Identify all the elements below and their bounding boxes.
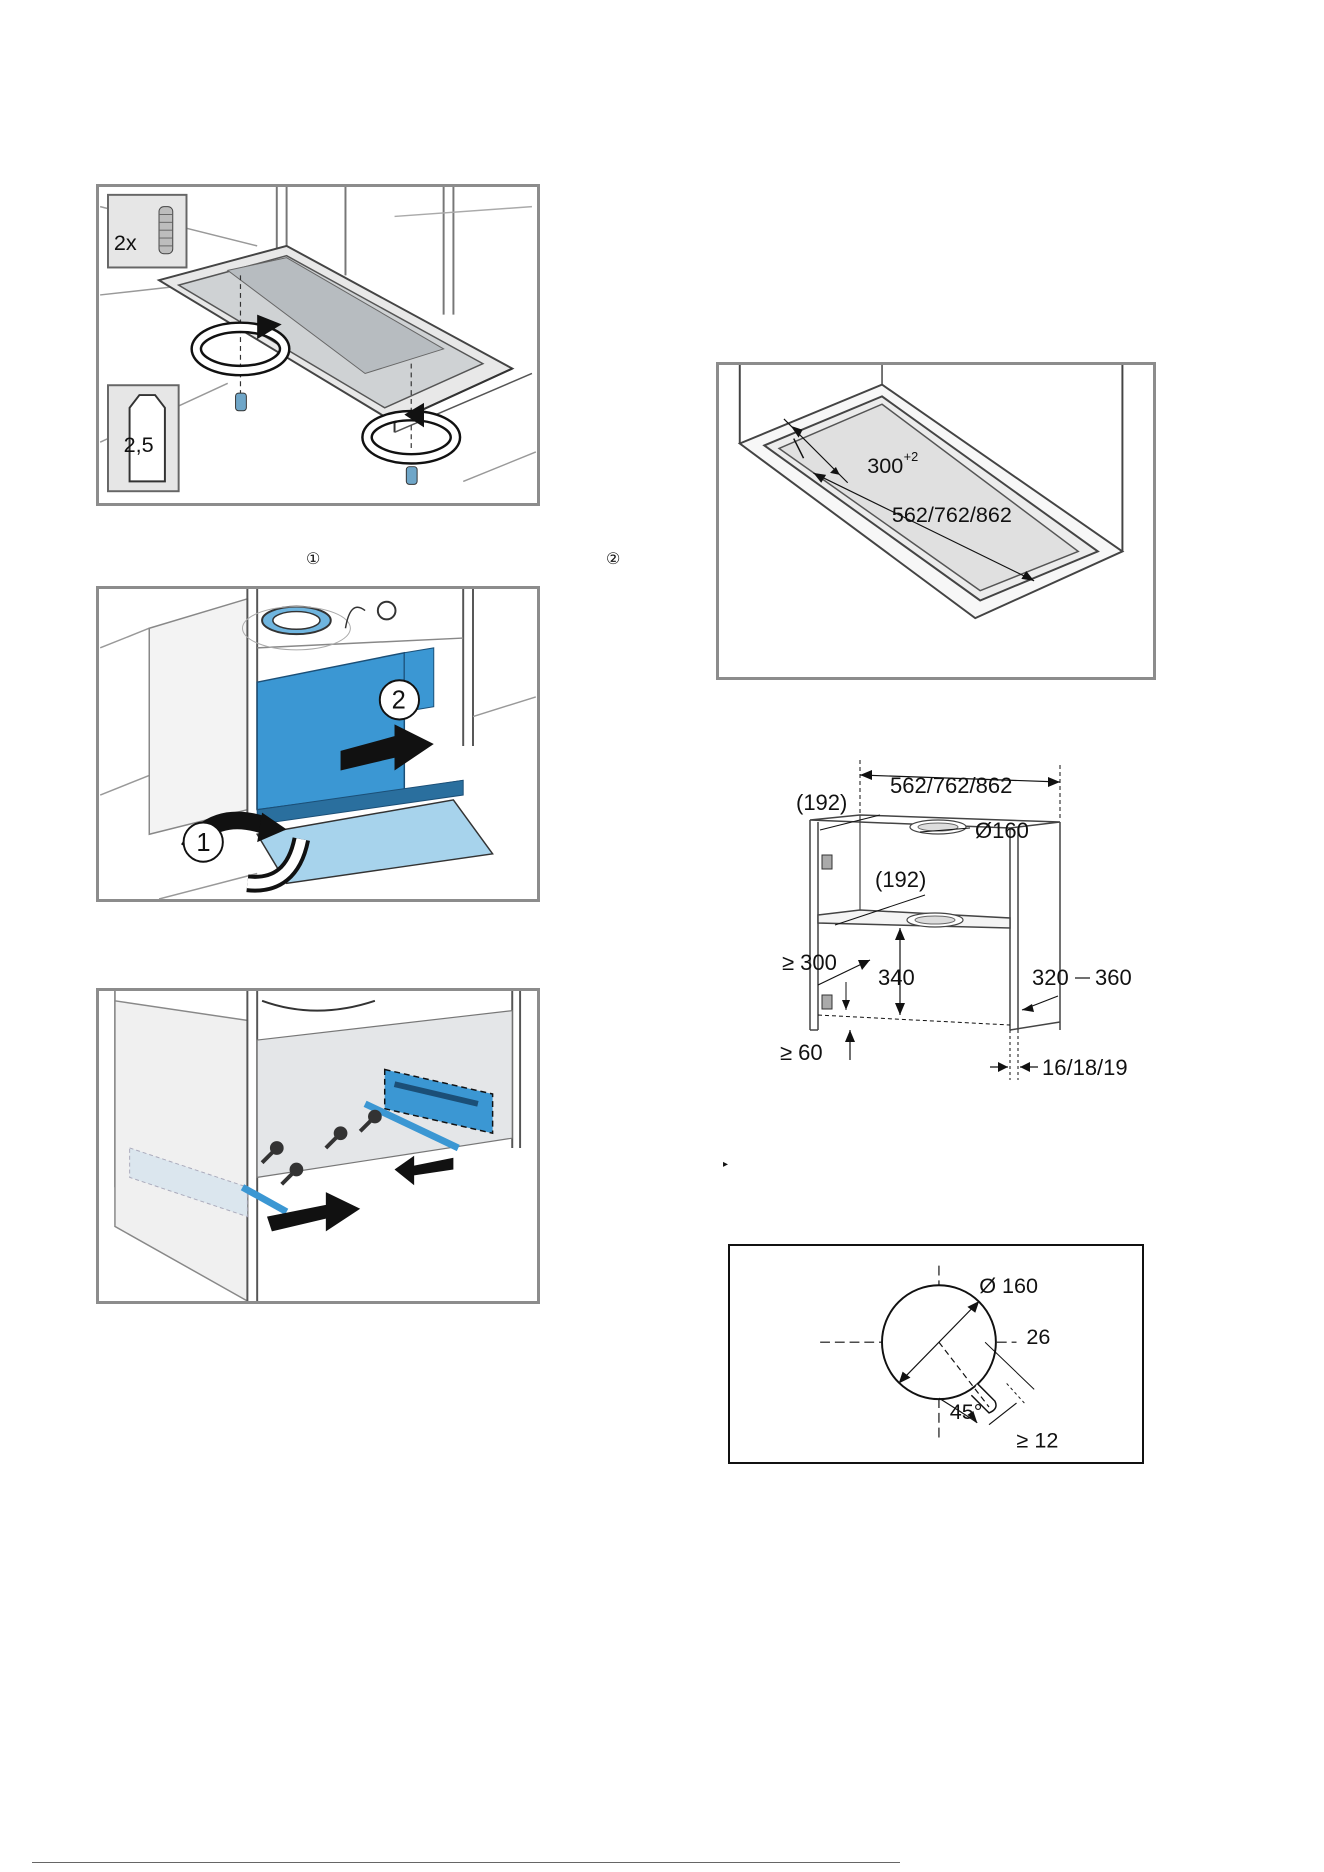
step-marker-1: ① [306,549,320,569]
slot-angle: 45° [950,1399,983,1424]
hole-diameter: Ø 160 [979,1273,1038,1298]
slot-length: 26 [1026,1324,1050,1349]
cutout-width: 300 [867,453,903,478]
kit-inset: 2x [108,195,187,268]
min-depth: ≥ 300 [782,950,837,975]
cutout-length: 562/762/862 [892,502,1012,527]
step-marker-2: ② [606,549,620,569]
figure-cutout-dimensions: 300 +2 562/762/862 [716,362,1156,680]
step-number-1: 1 [196,829,210,857]
filter-screws-illustration: 2x 2,5 [99,187,537,503]
depth-range-min: 320 [1032,965,1069,990]
slot-min-distance: ≥ 12 [1017,1427,1059,1452]
figure-hole-template: Ø 160 26 45° ≥ 12 [728,1244,1144,1464]
kit-count: 2x [114,230,137,255]
figure-mounting-rails [96,988,540,1304]
figure-remove-unit: 2 1 [96,586,540,902]
shelf-offset: (192) [875,867,926,892]
tool-inset: 2,5 [108,385,179,491]
top-offset: (192) [796,790,847,815]
step-number-2: 2 [392,687,406,715]
cutout-width-tolerance: +2 [904,449,919,464]
cutout-illustration: 300 +2 562/762/862 [719,365,1153,677]
tool-size: 2,5 [124,432,154,457]
cabinet-height: 340 [878,965,915,990]
min-bottom: ≥ 60 [780,1040,823,1065]
arrow-left-icon [395,1156,454,1185]
figure-cabinet-dimensions: 562/762/862 (192) Ø160 (192) ≥ 300 [760,760,1180,1090]
board-thickness: 16/18/19 [1042,1055,1128,1080]
duct-diameter: Ø160 [975,818,1029,843]
cabinet-illustration: 562/762/862 (192) Ø160 (192) ≥ 300 [760,760,1180,1090]
remove-unit-illustration: 2 1 [99,589,537,899]
bullet-marker: ▸ [723,1159,728,1170]
footer-rule [32,1862,900,1863]
hole-template-illustration: Ø 160 26 45° ≥ 12 [730,1246,1142,1462]
depth-range-max: 360 [1095,965,1132,990]
mounting-rails-illustration [99,991,537,1301]
figure-filter-screws: 2x 2,5 [96,184,540,506]
cabinet-width: 562/762/862 [890,773,1012,798]
